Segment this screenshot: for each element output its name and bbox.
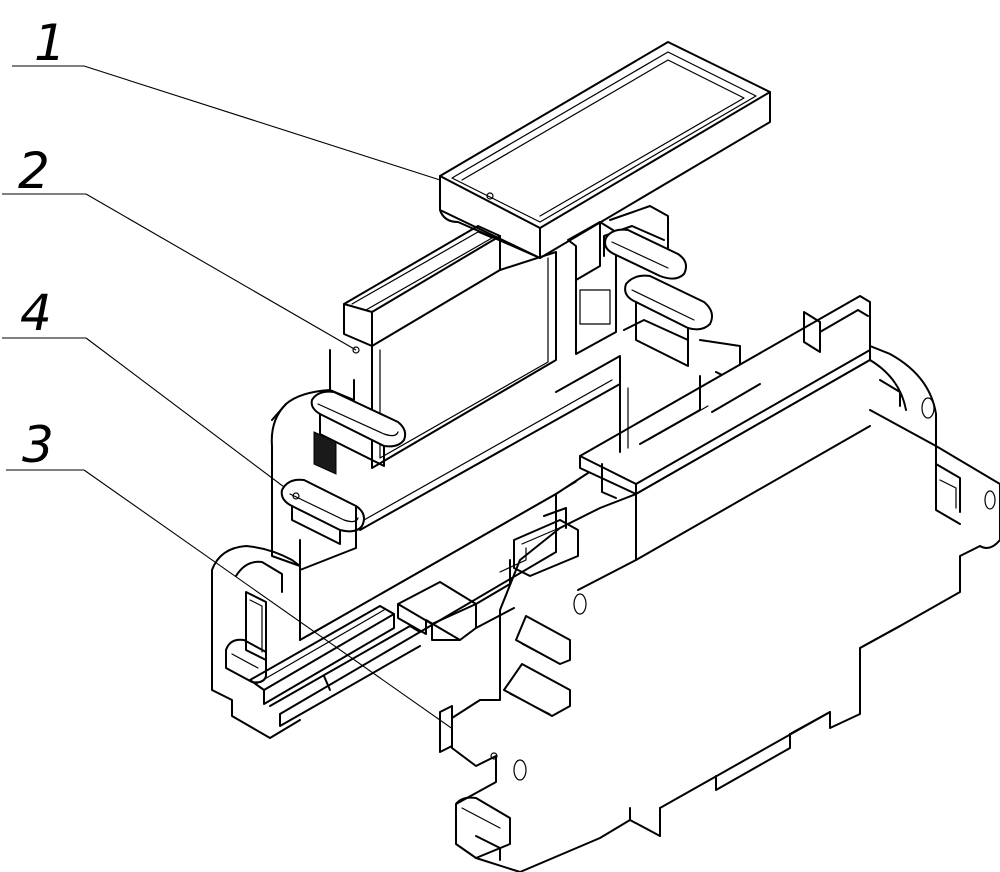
label-3-text: 3 — [22, 416, 54, 474]
part-2-frame — [270, 205, 741, 641]
label-4-text: 4 — [20, 284, 52, 342]
part-main-housing — [439, 295, 1000, 872]
ref-point-3 — [490, 752, 498, 760]
part-3-base-rail — [211, 545, 557, 739]
leader-line-3 — [83, 469, 495, 759]
ref-point-2 — [352, 346, 360, 354]
callout-2: 2 — [2, 142, 357, 351]
callout-1: 1 — [12, 14, 491, 197]
leader-line-2 — [85, 193, 357, 351]
leader-line-1 — [83, 65, 491, 197]
leader-line-4 — [85, 337, 297, 497]
ref-point-4 — [292, 492, 300, 500]
part-1-cover-plate — [439, 41, 771, 259]
ref-point-1 — [486, 192, 494, 200]
callout-4: 4 — [2, 284, 297, 497]
label-1-text: 1 — [34, 14, 66, 72]
callout-3: 3 — [6, 416, 495, 759]
label-2-text: 2 — [18, 142, 50, 200]
frame-bottom-plate — [299, 309, 869, 641]
